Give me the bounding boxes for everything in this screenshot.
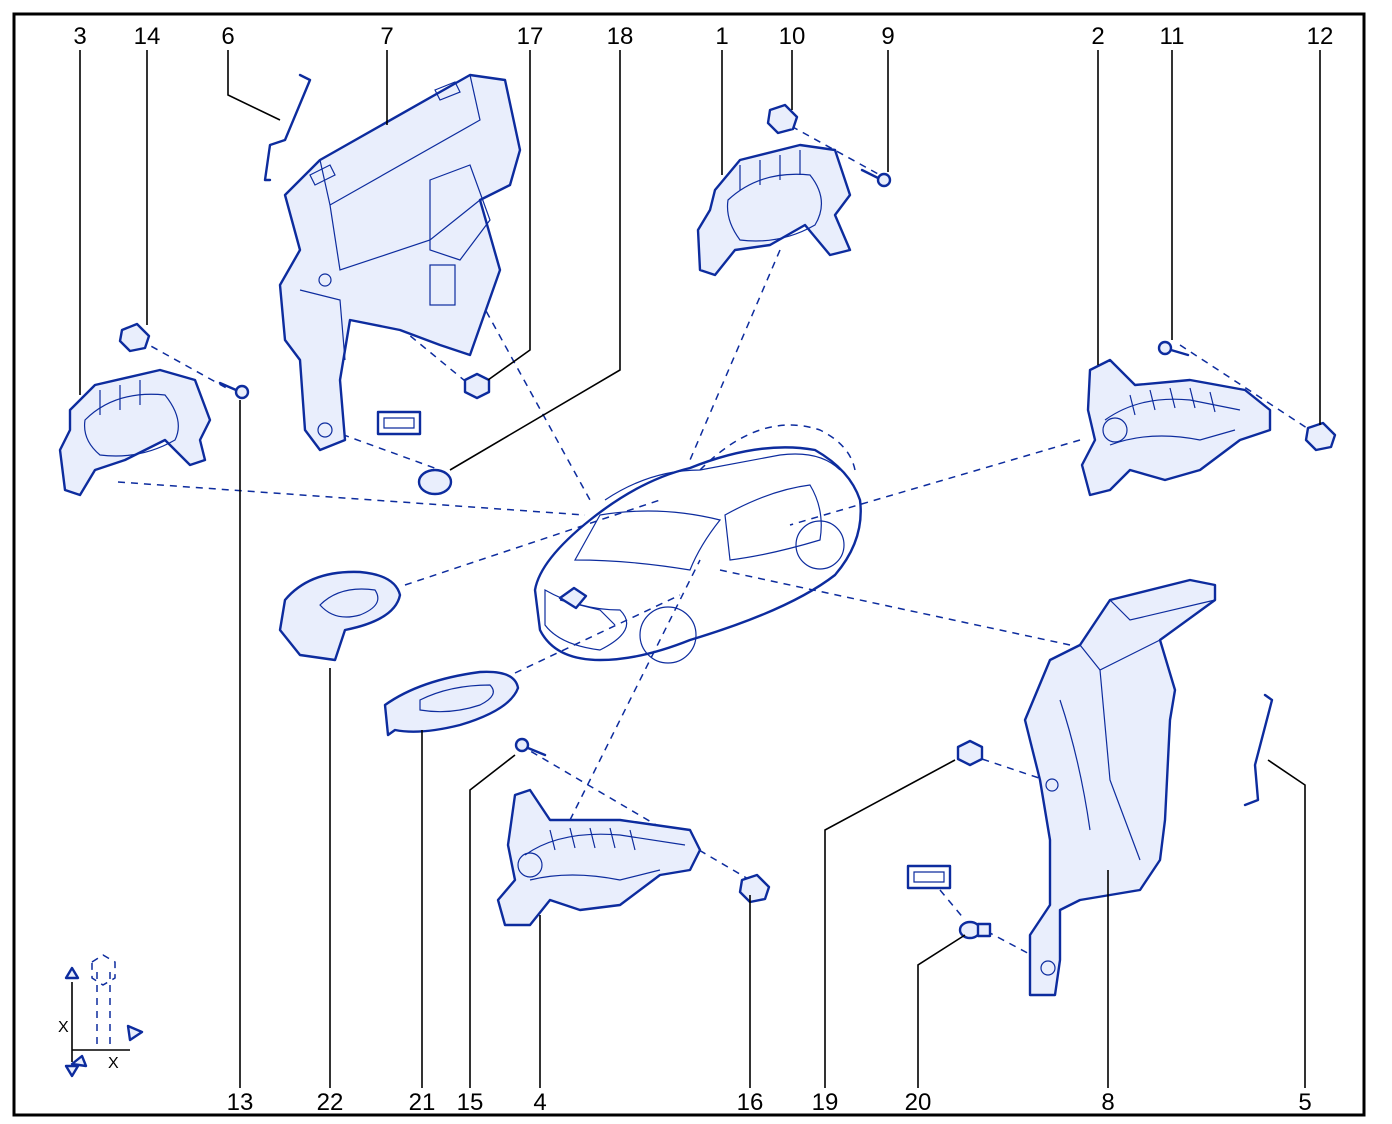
- part-18-plug: [417, 468, 453, 496]
- callout-1: 1: [715, 23, 728, 50]
- callout-3: 3: [73, 23, 86, 50]
- part-2-mechanism: [1080, 358, 1272, 497]
- part-1-handle: [696, 143, 852, 277]
- callout-4: 4: [533, 1089, 546, 1116]
- part-3-handle: [58, 368, 212, 497]
- callout-18: 18: [607, 23, 634, 50]
- callout-6: 6: [221, 23, 234, 50]
- callout-7: 7: [380, 23, 393, 50]
- callout-16: 16: [737, 1089, 764, 1116]
- diagram-frame: [12, 12, 1366, 1117]
- callouts-bottom: 13 22 21 15 4 16 19 20 8 5: [227, 1089, 1312, 1116]
- callout-21: 21: [409, 1089, 436, 1116]
- part-10-clip: [766, 103, 799, 135]
- callout-11: 11: [1160, 23, 1185, 50]
- callout-19: 19: [812, 1089, 839, 1116]
- part-11-screw: [1157, 340, 1190, 357]
- callout-12: 12: [1307, 23, 1334, 50]
- callout-14: 14: [134, 23, 161, 50]
- callout-20: 20: [905, 1089, 932, 1116]
- part-12-clip: [1304, 421, 1337, 452]
- part-17-bolt: [463, 372, 491, 400]
- part-7-housing: [278, 73, 522, 452]
- callout-22: 22: [317, 1089, 344, 1116]
- vehicle-outline: [533, 424, 862, 664]
- part-21-bezel: [383, 670, 520, 737]
- part-20-bolt: [958, 920, 992, 940]
- part-9-screw: [860, 168, 892, 188]
- torque-symbol: X X: [58, 954, 144, 1078]
- part-4-mechanism: [496, 788, 702, 927]
- part-22-escutcheon: [278, 570, 402, 662]
- torque-label-x-vertical: X: [58, 1019, 69, 1036]
- part-20-label-box: [906, 864, 952, 890]
- part-15-screw: [514, 737, 547, 757]
- part-13-screw: [218, 381, 250, 400]
- callout-5: 5: [1298, 1089, 1311, 1116]
- part-6-rod: [263, 73, 312, 182]
- callout-10: 10: [779, 23, 806, 50]
- part-14-clip: [118, 322, 151, 353]
- torque-label-x-horizontal: X: [108, 1055, 119, 1072]
- callout-9: 9: [881, 23, 894, 50]
- assembly-lines: [117, 119, 1311, 966]
- callout-17: 17: [517, 23, 544, 50]
- part-16-clip: [738, 873, 771, 904]
- leader-lines: [79, 50, 1321, 1088]
- callout-13: 13: [227, 1089, 254, 1116]
- callouts-top: 3 14 6 7 17 18 1 10 9 2 11 12: [73, 23, 1333, 50]
- part-5-rod: [1243, 693, 1274, 807]
- callout-2: 2: [1091, 23, 1104, 50]
- callout-8: 8: [1101, 1089, 1114, 1116]
- part-18-label-box: [376, 410, 422, 436]
- part-8-housing: [1023, 578, 1217, 997]
- callout-15: 15: [457, 1089, 484, 1116]
- part-19-bolt: [956, 739, 984, 767]
